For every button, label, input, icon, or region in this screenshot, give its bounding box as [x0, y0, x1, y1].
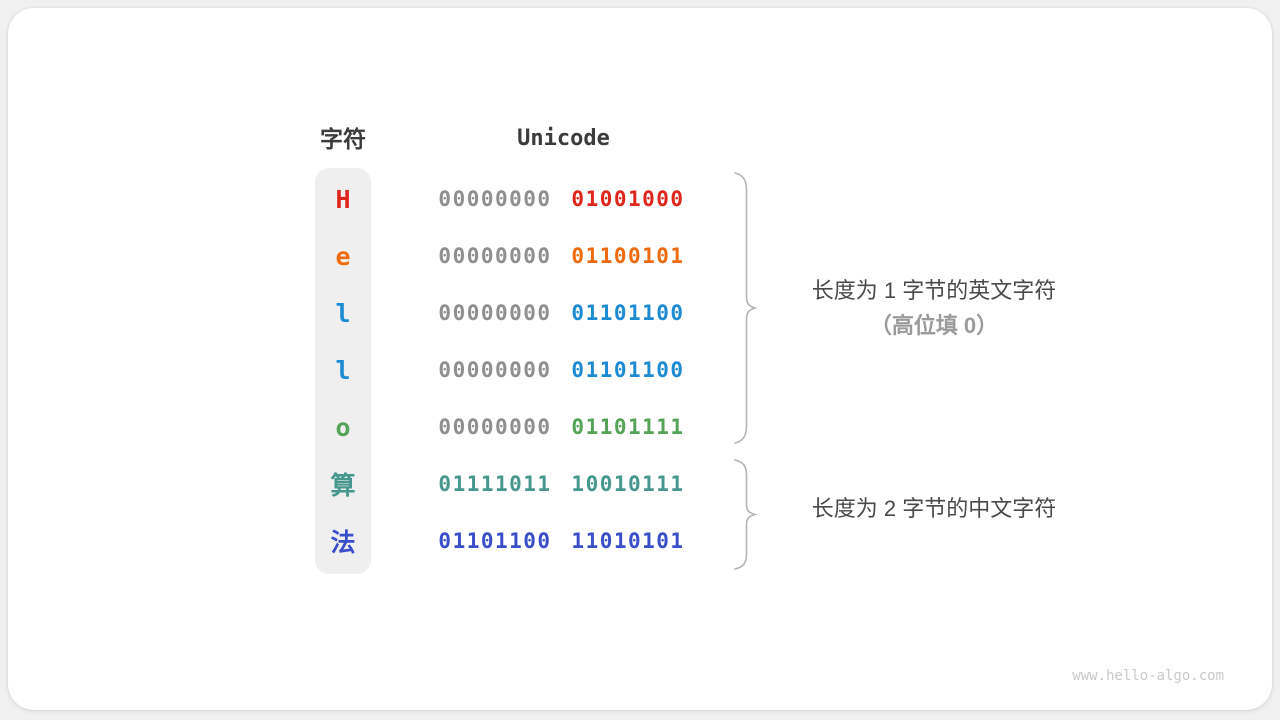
char-cell: H	[335, 184, 351, 214]
annotation-english-chars: 长度为 1 字节的英文字符 （高位填 0）	[764, 277, 1104, 340]
unicode-low-byte: 01101111	[571, 415, 685, 439]
table-row: o 00000000 01101111	[315, 399, 695, 455]
char-cell: o	[335, 412, 351, 442]
char-cell: l	[335, 298, 351, 328]
column-header-char: 字符	[320, 126, 366, 152]
unicode-high-byte: 00000000	[438, 415, 552, 439]
unicode-low-byte: 01101100	[571, 358, 685, 382]
char-column-background	[315, 168, 371, 574]
unicode-low-byte: 10010111	[571, 472, 685, 496]
unicode-high-byte: 00000000	[438, 358, 552, 382]
table-row: H 00000000 01001000	[315, 171, 695, 227]
figure-card: 字符 Unicode H 00000000 01001000 e 0000000…	[8, 8, 1272, 710]
annotation-chinese-chars: 长度为 2 字节的中文字符	[764, 495, 1104, 523]
char-cell: l	[335, 355, 351, 385]
annotation-line1: 长度为 1 字节的英文字符	[811, 278, 1057, 303]
unicode-high-byte: 00000000	[438, 244, 552, 268]
table-row: e 00000000 01100101	[315, 228, 695, 284]
brace-group-chinese	[731, 458, 759, 571]
annotation-line1: 长度为 2 字节的中文字符	[811, 496, 1057, 521]
unicode-low-byte: 11010101	[571, 529, 685, 553]
unicode-high-byte: 01101100	[438, 529, 552, 553]
table-row: 法 01101100 11010101	[315, 513, 695, 569]
unicode-low-byte: 01101100	[571, 301, 685, 325]
table-row: 算 01111011 10010111	[315, 456, 695, 512]
unicode-high-byte: 01111011	[438, 472, 552, 496]
char-cell: 算	[330, 471, 356, 500]
annotation-line2: （高位填 0）	[869, 313, 999, 338]
unicode-high-byte: 00000000	[438, 301, 552, 325]
unicode-high-byte: 00000000	[438, 187, 552, 211]
table-row: l 00000000 01101100	[315, 285, 695, 341]
table-row: l 00000000 01101100	[315, 342, 695, 398]
watermark: www.hello-algo.com	[1072, 668, 1224, 684]
brace-group-english	[731, 171, 759, 445]
char-cell: e	[335, 241, 351, 271]
char-cell: 法	[330, 528, 356, 557]
column-header-unicode: Unicode	[517, 126, 610, 151]
unicode-low-byte: 01100101	[571, 244, 685, 268]
unicode-low-byte: 01001000	[571, 187, 685, 211]
